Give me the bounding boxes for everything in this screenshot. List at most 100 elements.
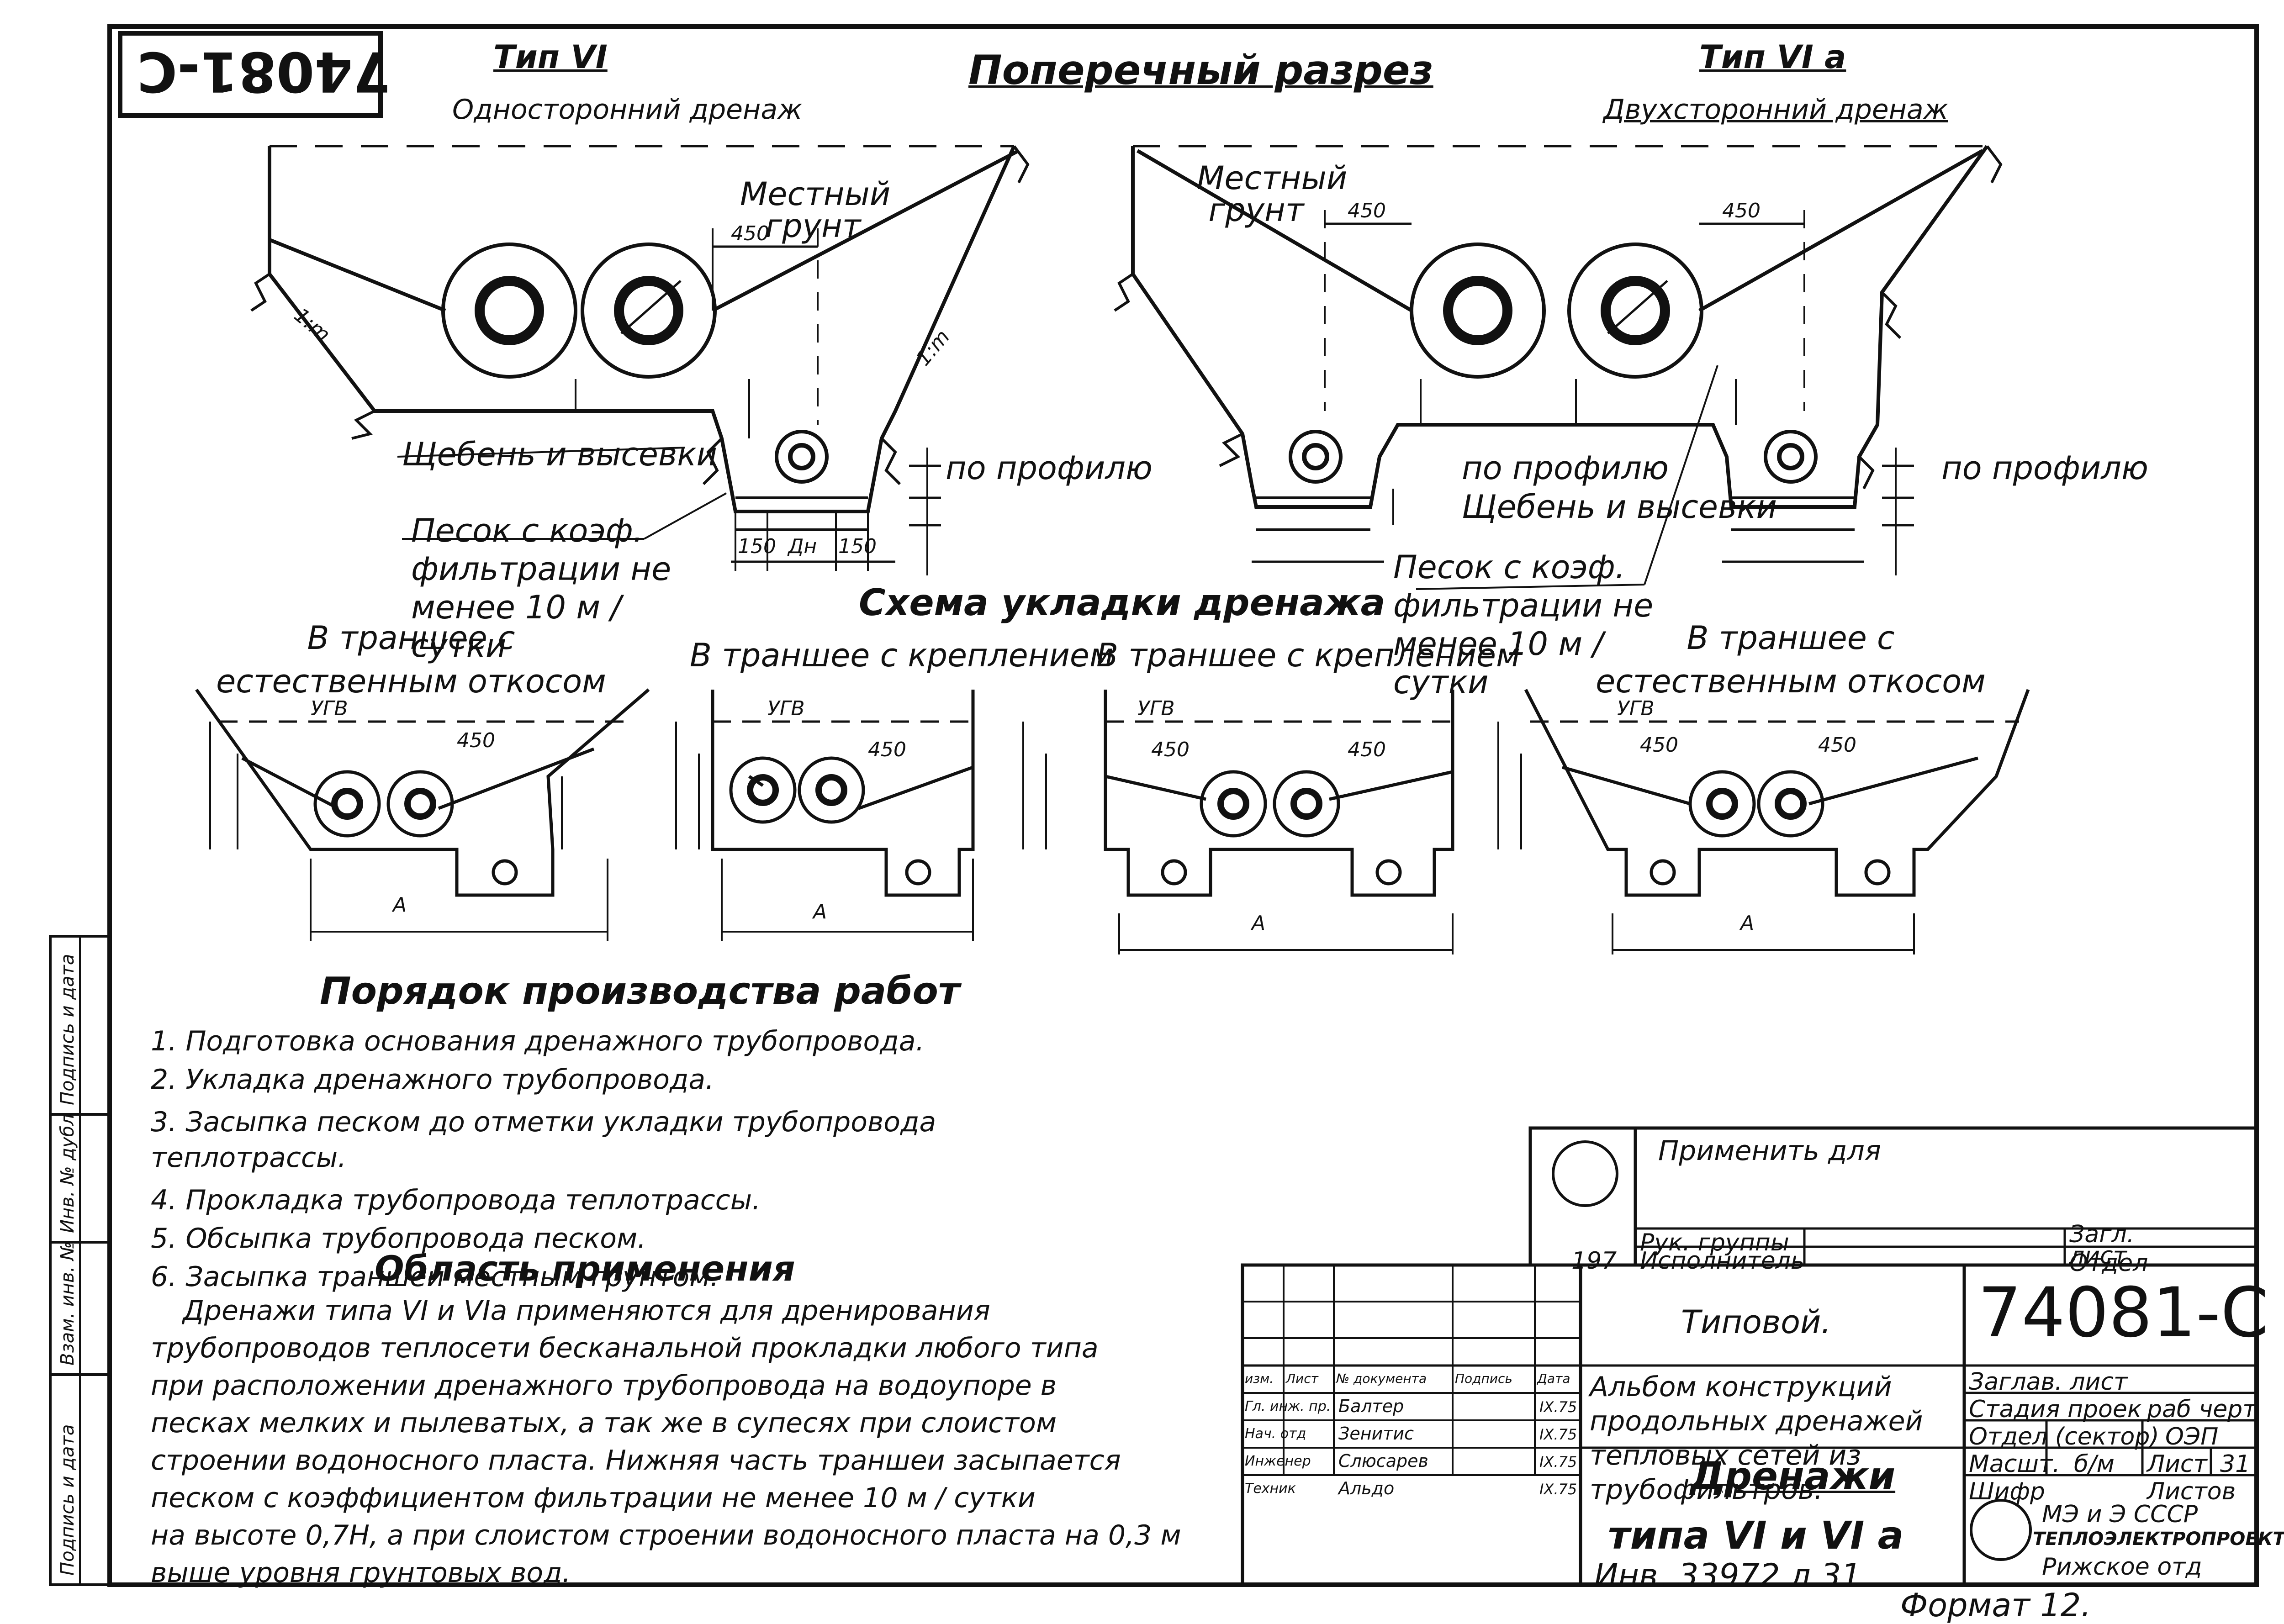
stage-value: раб черт [2147,1396,2257,1423]
num-197: 197 [1571,1247,1617,1275]
drainage-type: типа VI и VI а [1608,1513,1904,1558]
code-stamp-text: 74081-С [137,39,391,103]
dept: Отдел (сектор) [1969,1423,2159,1450]
scheme2-title: В траншее с креплением [690,637,1114,674]
section-type-vi [250,145,1030,575]
side-label-4: Подпись и дата [57,1424,78,1576]
dim-450-s3a: 450 [1151,738,1190,761]
sig-name-3: Слюсарев [1338,1451,1428,1471]
sig-head-3: № документа [1336,1371,1427,1386]
sig-date-2: IX.75 [1539,1426,1577,1443]
a-4: А [1740,912,1755,935]
scope-line-3: при расположении дренажного трубопровода… [151,1370,1057,1402]
by-profile-label-left: по профилю [946,449,1153,487]
scheme1-title: В траншее с естественным откосом [216,619,606,700]
works-item-5: 5. Обсыпка трубопровода песком. [151,1223,646,1255]
scheme3-title: В траншее с креплением [1096,637,1520,674]
code-stamp [118,31,383,118]
a-2: А [813,900,827,923]
album-title: Альбом конструкций продольных дренажей т… [1590,1371,1923,1506]
dim-450-right-b: 450 [1722,199,1761,222]
sig-head-5: Дата [1537,1371,1570,1386]
inventory-number: Инв. 33972 л.31 [1594,1557,1861,1594]
works-item-6: 6. Засыпка траншеи местным грунтом. [151,1261,719,1293]
dim-dn-a: Дн [788,535,817,558]
section-type-via [1114,145,2003,590]
local-soil-label-right: Местный грунт [1197,159,1348,229]
sand-label-left: Песок с коэф. фильтрации не менее 10 м /… [411,512,671,664]
scope-title: Область применения [375,1248,795,1289]
side-label-3: Взам. инв. № [57,1241,78,1366]
dim-450-left: 450 [731,222,769,245]
works-item-2: 2. Укладка дренажного трубопровода. [151,1064,714,1096]
dim-150-a: 150 [738,535,776,558]
scope-line-1: Дренажи типа VI и VIа применяются для др… [183,1295,990,1327]
dim-450-s4a: 450 [1640,733,1678,757]
type-via-label: Тип VI а [1699,38,1846,76]
org-branch: Рижское отд [2042,1553,2202,1581]
type-vi-label: Тип VI [493,38,608,76]
org-name: ТЕПЛОЭЛЕКТРОПРОЕКТ [2033,1529,2284,1550]
scope-line-7: на высоте 0,7Н, а при слоистом строении … [151,1519,1181,1551]
sig-head-1: изм. [1245,1371,1274,1386]
dim-450-s1: 450 [457,729,495,752]
by-profile-label-right-b: по профилю [1941,449,2148,487]
works-item-4: 4. Прокладка трубопровода теплотрассы. [151,1184,761,1216]
scope-line-6: песком с коэффициентом фильтрации не мен… [151,1482,1036,1514]
org-ministry: МЭ и Э СССР [2042,1501,2198,1528]
scale-value: б/м [2074,1450,2115,1478]
page-title: Поперечный разрез [968,47,1433,94]
stage: Стадия проек [1969,1396,2142,1423]
drainage-title: Дренажи [1690,1454,1896,1498]
typical: Типовой. [1681,1303,1831,1341]
scope-text: Дренажи типа VI и VIа применяются для др… [151,1297,1229,1587]
a-3: А [1252,912,1266,935]
sheet: Лист [2147,1450,2207,1478]
scheme4-title: В траншее с естественным откосом [1596,619,1986,700]
zagl-list-small: Загл. лист [2069,1221,2135,1270]
sig-date-4: IX.75 [1539,1481,1577,1498]
sig-head-2: Лист [1286,1371,1318,1386]
works-item-1: 1. Подготовка основания дренажного трубо… [151,1025,925,1057]
executor: Исполнитель [1640,1247,1805,1275]
laying-schemes [195,688,2030,954]
ugv-2: УГВ [767,697,805,720]
ugv-4: УГВ [1617,697,1655,720]
sig-role-3: Инженер [1245,1453,1311,1469]
sig-name-1: Балтер [1338,1396,1404,1416]
by-profile-label-right-a: по профилю [1462,449,1669,487]
sig-name-2: Зенитис [1338,1424,1414,1444]
crushed-stone-label-left: Щебень и высевки [402,436,717,473]
doc-code: 74081-С [1978,1273,2269,1353]
sig-role-1: Гл. инж. пр. [1245,1398,1331,1414]
crushed-stone-label-right: Щебень и высевки [1462,488,1777,526]
sig-name-4: Альдо [1338,1478,1395,1498]
sheet-value: 31 [2220,1450,2251,1478]
sheets: Листов [2147,1478,2236,1505]
scope-line-2: трубопроводов теплосети бесканальной про… [151,1332,1099,1364]
scope-line-4: песках мелких и пылеватых, а так же в су… [151,1407,1057,1439]
cipher: Шифр [1969,1478,2045,1505]
side-label-1: Подпись и дата [57,954,78,1105]
scope-line-8: выше уровня грунтовых вод. [151,1557,571,1589]
sig-role-2: Нач. отд [1245,1426,1306,1442]
dim-150-b: 150 [838,535,877,558]
dim-450-s2: 450 [868,738,906,761]
apply-for: Применить для [1658,1135,1881,1167]
dim-450-right-a: 450 [1348,199,1386,222]
group-head: Рук. группы [1640,1229,1789,1256]
type-vi-subtitle: Односторонний дренаж [452,94,803,126]
ugv-1: УГВ [311,697,348,720]
side-label-2: Инв. № дубл [57,1114,78,1233]
ugv-3: УГВ [1137,697,1175,720]
sig-date-3: IX.75 [1539,1453,1577,1471]
title-block [1241,1126,2258,1587]
local-soil-label-left: Местный грунт [740,175,891,245]
a-1: А [393,893,407,917]
works-title: Порядок производства работ [320,970,960,1013]
dim-450-s4b: 450 [1818,733,1856,757]
dim-450-s3b: 450 [1348,738,1386,761]
works-list: 1. Подготовка основания дренажного трубо… [151,1028,1019,1291]
otdel-small: Отдел [2069,1250,2148,1277]
